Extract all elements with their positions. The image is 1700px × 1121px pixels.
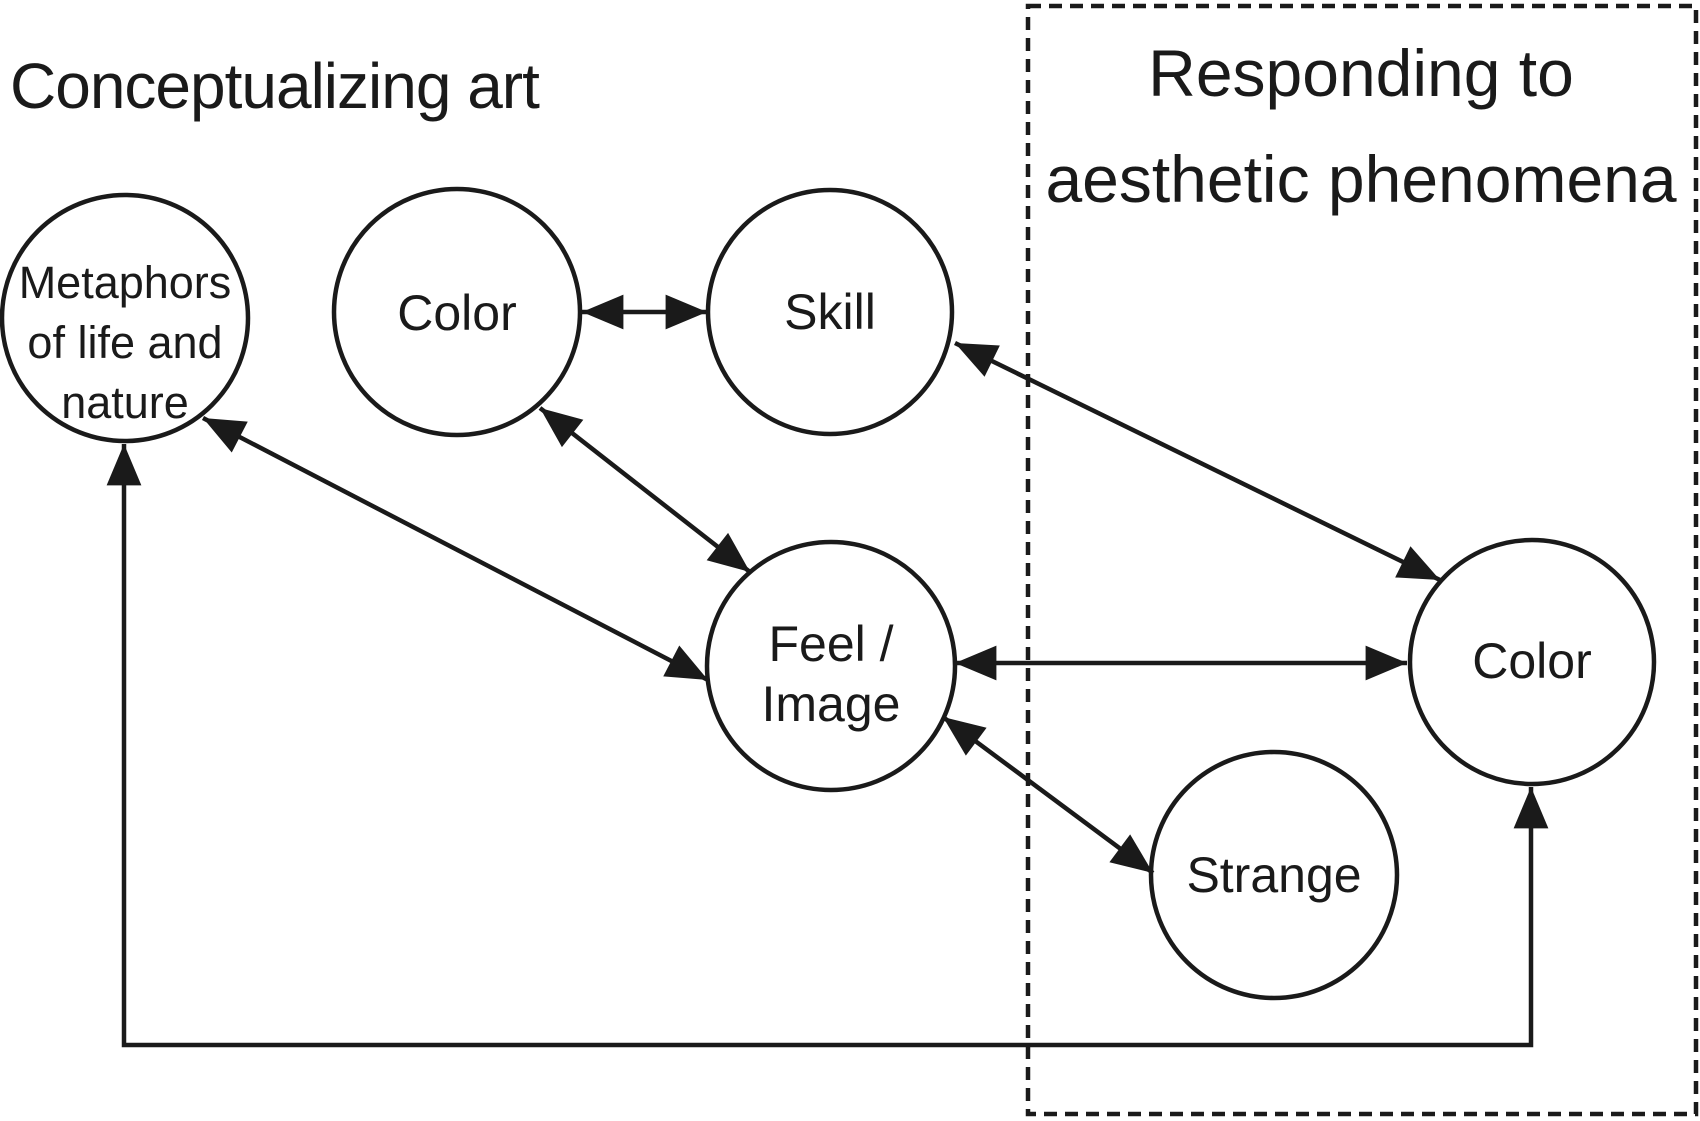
edges — [106, 294, 1549, 1048]
node-skill-circle — [705, 187, 955, 437]
responding-region-border — [1025, 3, 1699, 1117]
node-color-right: Color — [1407, 537, 1657, 787]
edge-metaphors-color-right-bottom-elbow-arrow — [106, 444, 1549, 1048]
node-strange: Strange — [1148, 749, 1400, 1001]
edge-color-left-feel-image-arrow — [538, 406, 752, 574]
section-title-responding-line2: aesthetic phenomena — [1045, 142, 1676, 216]
node-feel-image: Feel / Image — [704, 539, 958, 793]
node-color-left-label: Color — [397, 285, 516, 341]
node-metaphors: Metaphors of life and nature — [0, 192, 251, 444]
node-metaphors-label-line3: nature — [61, 377, 189, 428]
node-skill: Skill — [705, 187, 955, 437]
section-title-conceptualizing: Conceptualizing art — [10, 50, 540, 122]
node-metaphors-label-line2: of life and — [27, 317, 222, 368]
node-color-right-label: Color — [1472, 633, 1591, 689]
section-title-responding-line1: Responding to — [1148, 36, 1574, 110]
node-metaphors-label-line1: Metaphors — [19, 257, 232, 308]
edge-metaphors-feel-image-arrow — [201, 416, 710, 682]
node-feel-image-label-line1: Feel / — [768, 616, 893, 672]
edge-feel-image-strange-arrow — [941, 715, 1155, 875]
node-metaphors-circle — [0, 192, 251, 444]
node-feel-image-label-line2: Image — [762, 676, 901, 732]
node-skill-label: Skill — [784, 284, 876, 340]
node-strange-label: Strange — [1186, 847, 1361, 903]
node-color-left: Color — [331, 186, 583, 438]
